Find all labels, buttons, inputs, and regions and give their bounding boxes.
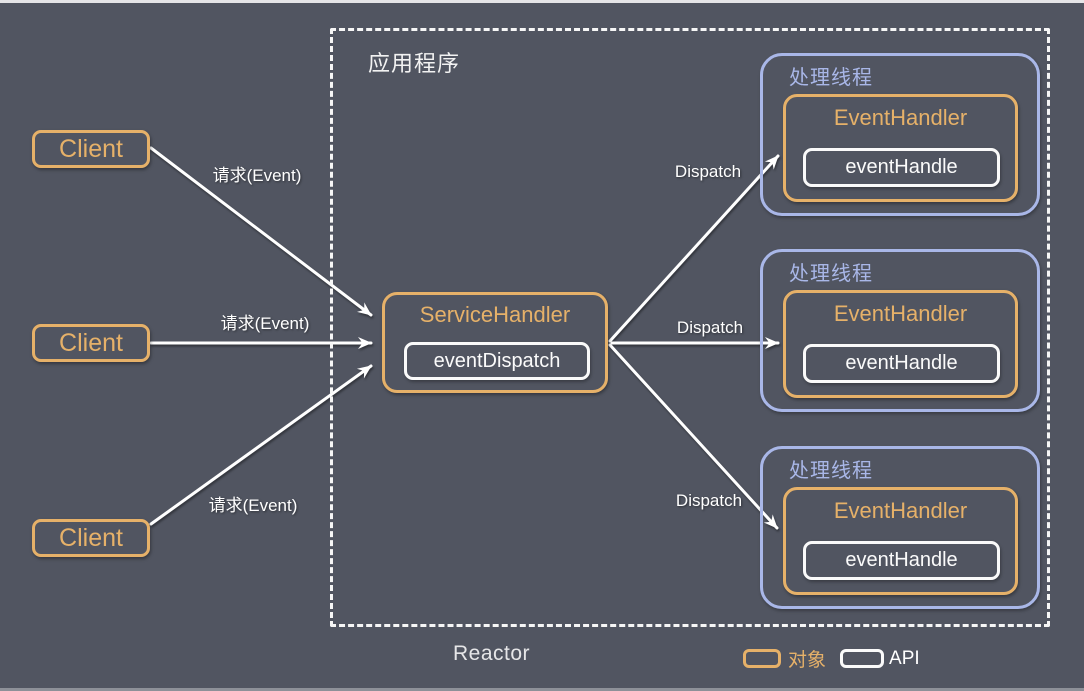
legend: 对象 API (743, 645, 920, 672)
event-handler-box-2: EventHandler eventHandle (783, 290, 1018, 398)
window-bottom-edge (0, 688, 1084, 691)
service-handler-title: ServiceHandler (419, 302, 571, 327)
event-handle-api-box-1: eventHandle (803, 148, 1000, 187)
event-handle-api-box-3: eventHandle (803, 541, 1000, 580)
event-handler-title-1: EventHandler (833, 105, 968, 130)
request-label-3: 请求(Event) (208, 496, 298, 515)
event-handler-title-2: EventHandler (833, 301, 968, 326)
dispatch-label-3: Dispatch (675, 491, 743, 510)
request-arrow-3 (149, 364, 373, 526)
thread-box-3: 处理线程 EventHandler eventHandle (760, 446, 1040, 609)
application-label: 应用程序 (368, 51, 461, 76)
event-handler-box-3: EventHandler eventHandle (783, 487, 1018, 595)
thread-title-3: 处理线程 (789, 460, 873, 482)
legend-api-swatch (840, 649, 885, 668)
client-box-2: Client (32, 324, 150, 362)
dispatch-arrow-3 (608, 343, 779, 530)
application-boundary-box (330, 28, 1050, 627)
thread-title-2: 处理线程 (789, 263, 873, 285)
client-box-1: Client (32, 130, 150, 168)
thread-box-2: 处理线程 EventHandler eventHandle (760, 249, 1040, 412)
request-label-1: 请求(Event) (212, 166, 302, 185)
dispatch-label-2: Dispatch (676, 318, 744, 337)
thread-box-1: 处理线程 EventHandler eventHandle (760, 53, 1040, 216)
window-top-edge (0, 0, 1084, 3)
reactor-label: Reactor (453, 642, 531, 665)
event-handler-box-1: EventHandler eventHandle (783, 94, 1018, 202)
legend-object-swatch (743, 649, 781, 668)
dispatch-arrow-1 (608, 154, 780, 343)
client-box-3: Client (32, 519, 150, 557)
event-handler-title-3: EventHandler (833, 498, 968, 523)
service-handler-box: ServiceHandler eventDispatch (382, 292, 608, 393)
legend-api-label: API (889, 647, 920, 669)
thread-title-1: 处理线程 (789, 67, 873, 89)
event-handle-api-box-2: eventHandle (803, 344, 1000, 383)
legend-object-label: 对象 (788, 650, 827, 671)
request-arrow-1 (149, 146, 373, 317)
request-label-2: 请求(Event) (220, 314, 310, 333)
dispatch-label-1: Dispatch (674, 162, 742, 181)
event-dispatch-api-box: eventDispatch (404, 342, 590, 380)
